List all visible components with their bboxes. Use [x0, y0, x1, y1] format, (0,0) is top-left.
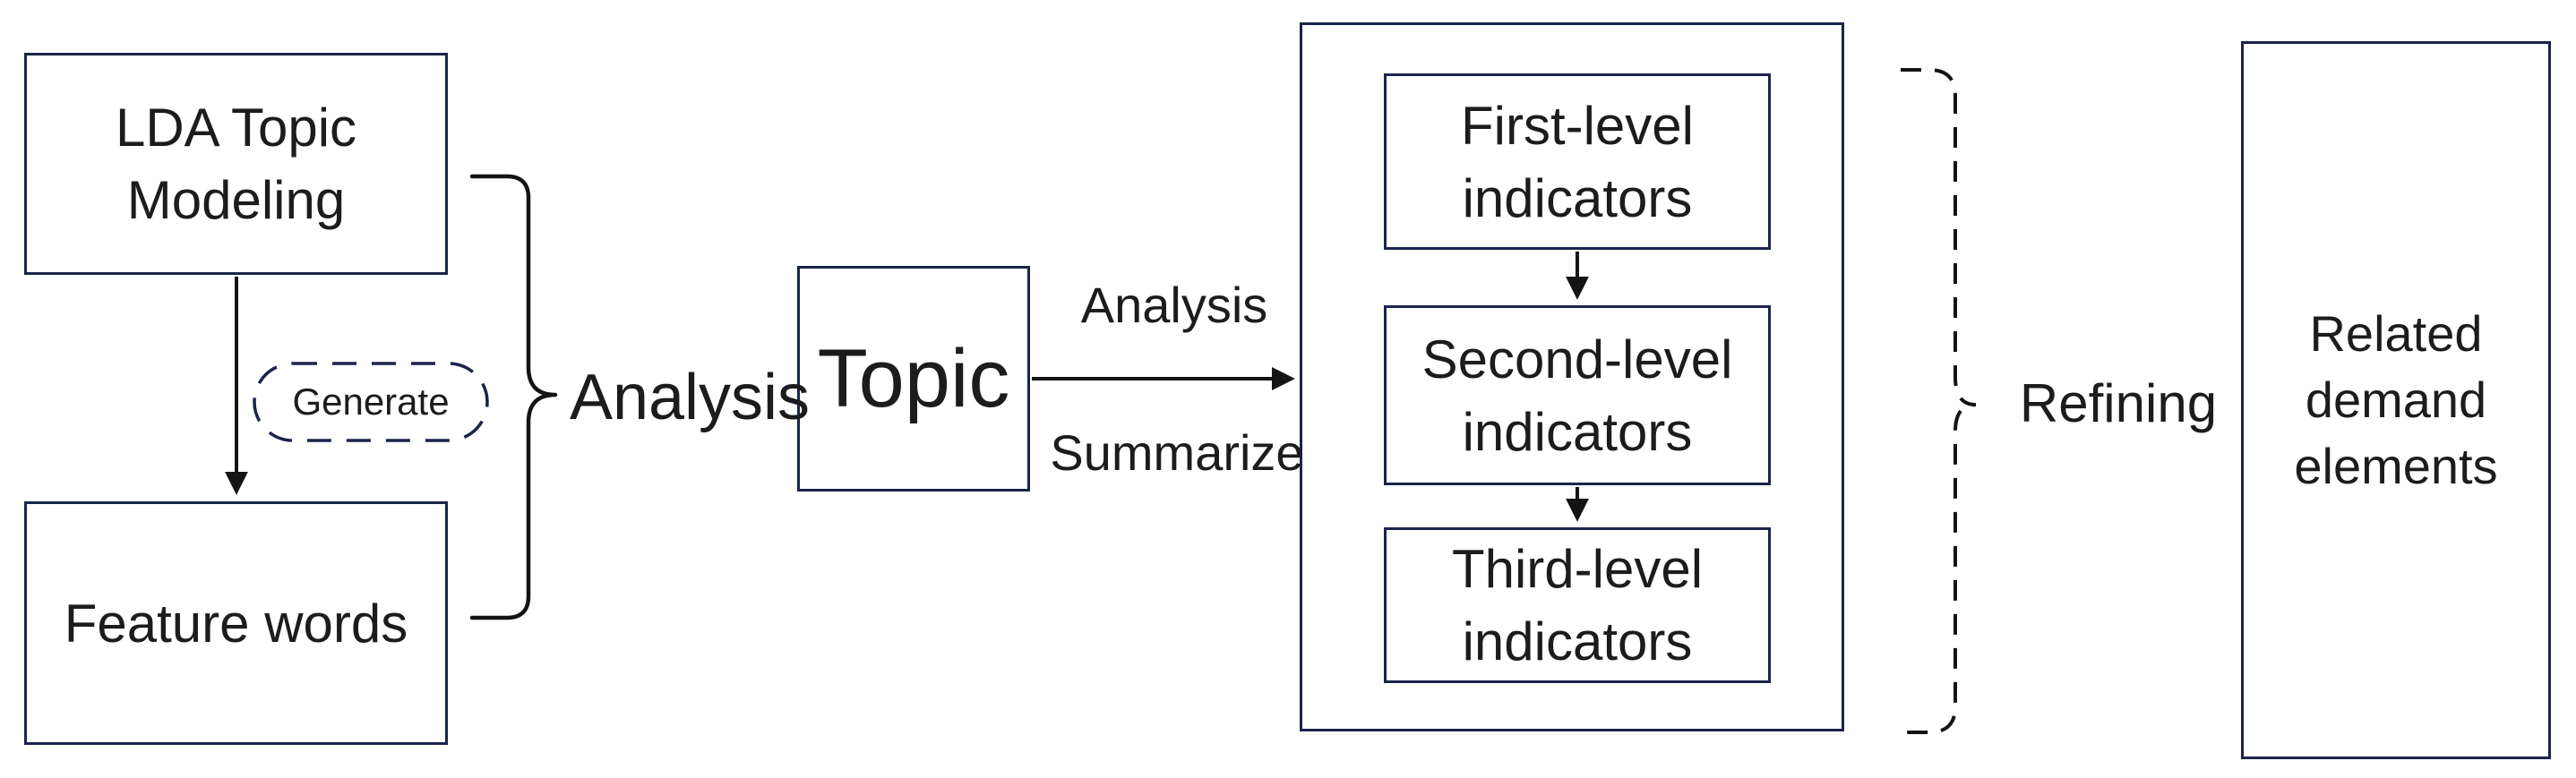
curly-brace-solid [469, 174, 558, 620]
node-feature-words: Feature words [24, 501, 448, 745]
second-level-indicators-label: Second-level indicators [1421, 329, 1733, 462]
curly-brace-dashed [1901, 68, 1977, 734]
first-level-indicators-label: First-level indicators [1460, 95, 1694, 228]
analysis-brace-label: Analysis [569, 362, 811, 433]
indicators-group-box [1300, 22, 1844, 731]
node-lda-topic-modeling: LDA Topic Modeling [24, 53, 448, 275]
node-topic: Topic [797, 266, 1030, 492]
feature-words-label: Feature words [64, 593, 408, 654]
third-level-indicators-label: Third-level indicators [1451, 539, 1704, 671]
topic-label: Topic [817, 332, 1010, 424]
generate-dashed-pill [253, 362, 489, 442]
lda-topic-modeling-label: LDA Topic Modeling [115, 98, 357, 230]
node-first-level-indicators: First-level indicators [1384, 73, 1771, 250]
node-second-level-indicators: Second-level indicators [1384, 305, 1771, 485]
generate-edge-label: Generate [292, 380, 450, 423]
analysis-arrow-label: Analysis [1080, 276, 1268, 333]
related-demand-elements-label: Related demand elements [2294, 305, 2498, 494]
refining-brace-label: Refining [2019, 372, 2218, 433]
node-related-demand-elements: Related demand elements [2241, 41, 2551, 759]
node-third-level-indicators: Third-level indicators [1384, 527, 1771, 683]
summarize-arrow-label: Summarize [1050, 423, 1304, 481]
